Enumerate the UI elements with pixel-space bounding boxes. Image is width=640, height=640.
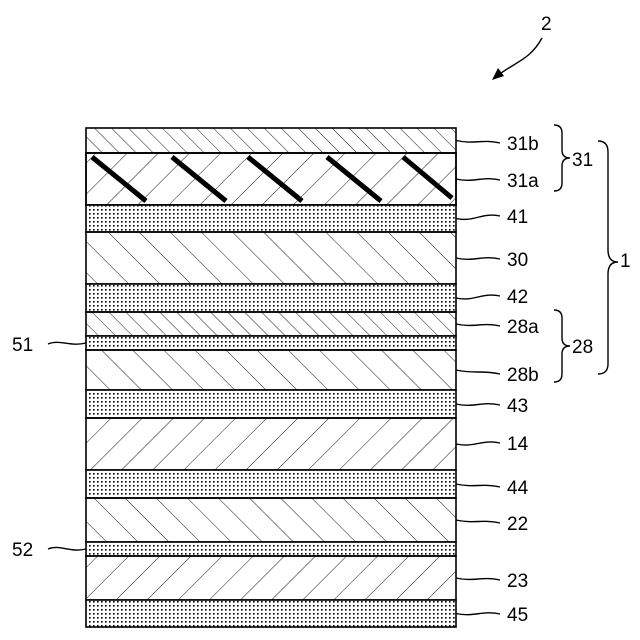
leader-28b (456, 370, 500, 374)
group-label-28: 28 (572, 337, 593, 358)
leader-22 (456, 520, 500, 523)
layer-label-31b: 31b (507, 134, 539, 155)
layer-label-52: 52 (12, 540, 33, 561)
leader-14 (456, 442, 500, 445)
assembly-arrow (497, 38, 542, 76)
layer-label-51: 51 (12, 335, 33, 356)
layer-23 (86, 556, 456, 600)
layer-label-28b: 28b (507, 365, 539, 386)
stack-label: 1 (620, 251, 631, 272)
layers (86, 128, 456, 627)
layer-label-44: 44 (507, 478, 529, 499)
layer-31a (86, 153, 456, 205)
leader-41 (456, 215, 500, 219)
assembly-arrowhead (492, 68, 504, 80)
layer-label-14: 14 (507, 434, 529, 455)
layer-28a (86, 312, 456, 336)
layer-43 (86, 390, 456, 418)
leader-42 (456, 295, 500, 299)
layer-30 (86, 232, 456, 284)
group-brace-28 (554, 310, 570, 382)
layer-52 (86, 542, 456, 556)
layer-label-41: 41 (507, 207, 528, 228)
layer-label-31a: 31a (507, 171, 539, 192)
layer-28b (86, 350, 456, 390)
layer-label-23: 23 (507, 571, 528, 592)
leader-30 (456, 258, 500, 260)
leader-45 (456, 613, 500, 615)
layer-51 (86, 336, 456, 350)
leader-31a (456, 179, 500, 181)
leader-31b (456, 141, 500, 144)
leader-43 (456, 404, 500, 406)
leader-23 (456, 578, 500, 580)
layer-14 (86, 418, 456, 470)
stack-brace (598, 141, 618, 374)
layer-label-30: 30 (507, 250, 528, 271)
assembly-label: 2 (541, 14, 552, 35)
leader-51 (48, 342, 86, 344)
group-brace-31 (554, 125, 570, 191)
leader-44 (456, 484, 500, 487)
layer-45 (86, 600, 456, 627)
layer-label-22: 22 (507, 514, 528, 535)
layer-31b (86, 128, 456, 153)
group-label-31: 31 (572, 150, 593, 171)
layer-label-43: 43 (507, 396, 528, 417)
layer-42 (86, 284, 456, 312)
layer-label-42: 42 (507, 287, 528, 308)
leader-28a (456, 324, 500, 326)
layer-label-28a: 28a (507, 317, 539, 338)
layer-41 (86, 205, 456, 232)
layer-44 (86, 470, 456, 498)
layer-22 (86, 498, 456, 542)
layer-label-45: 45 (507, 605, 528, 626)
leader-52 (48, 547, 86, 550)
